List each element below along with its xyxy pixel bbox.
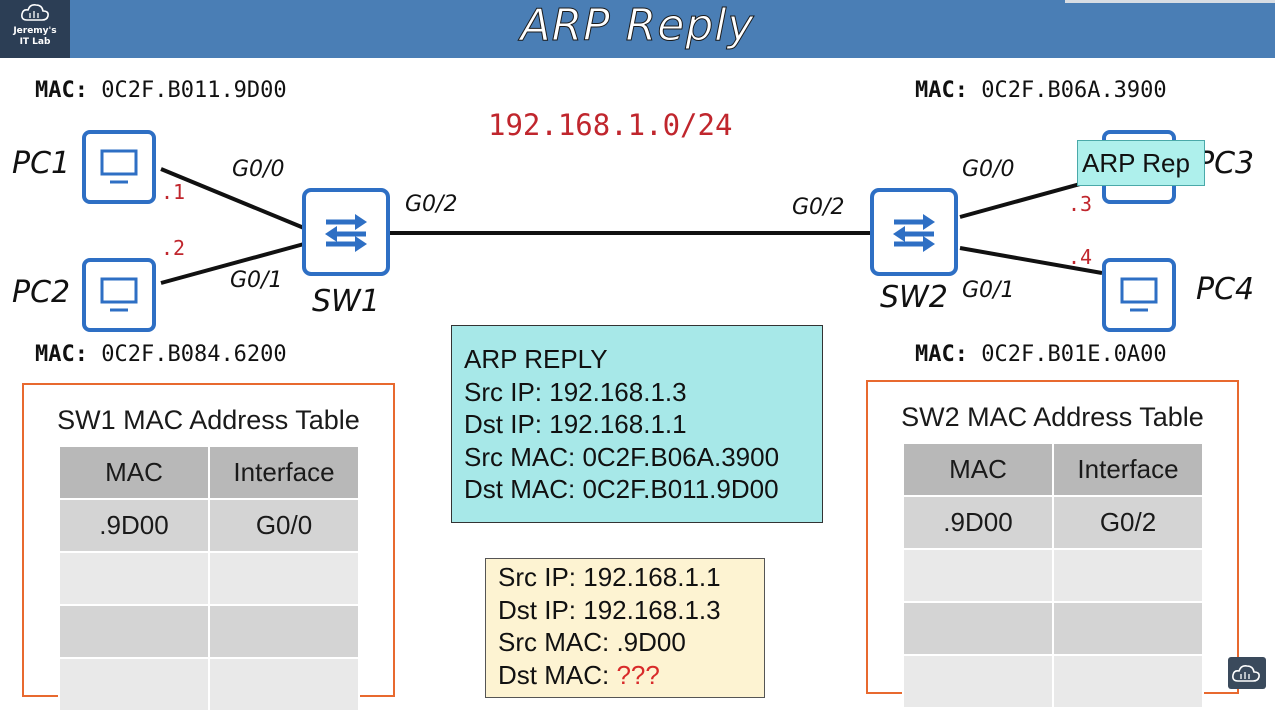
table-cell: G0/0 <box>208 498 360 553</box>
table-header-interface: Interface <box>1052 442 1204 497</box>
sw1-table-title: SW1 MAC Address Table <box>57 405 360 435</box>
packet-dst-mac-unknown: ??? <box>616 659 660 690</box>
sw1-g01-label: G0/1 <box>230 268 283 293</box>
table-header-interface: Interface <box>208 445 360 500</box>
table-cell: .9D00 <box>58 498 210 553</box>
cloud-circuit-icon <box>21 4 49 21</box>
mac-prefix: MAC: <box>915 342 968 367</box>
logo-line-2: IT Lab <box>19 37 51 47</box>
table-cell <box>902 654 1054 709</box>
pc4[interactable] <box>1102 258 1176 332</box>
packet-src-ip: Src IP: 192.168.1.1 <box>498 562 721 592</box>
sw2[interactable] <box>870 188 958 276</box>
sw2-g00-label: G0/0 <box>962 157 1015 182</box>
table-cell: .9D00 <box>902 495 1054 550</box>
packet-dst-mac-label: Dst MAC: <box>498 659 617 690</box>
table-cell <box>1052 601 1204 656</box>
pc2-host-id: .2 <box>161 236 186 260</box>
table-cell <box>208 657 360 712</box>
sw2-label: SW2 <box>880 280 948 315</box>
pc4-mac: 0C2F.B01E.0A00 <box>981 342 1167 367</box>
sw1-label: SW1 <box>312 284 380 319</box>
table-cell <box>208 551 360 606</box>
table-header-mac: MAC <box>902 442 1054 497</box>
table-cell <box>58 657 210 712</box>
pc1-mac-label: MAC: 0C2F.B011.9D00 <box>35 78 287 103</box>
link-sw2-pc4 <box>959 246 1103 275</box>
switch-arrows-icon <box>325 214 367 252</box>
pc2[interactable] <box>82 258 156 332</box>
arp-reply-box: ARP REPLY Src IP: 192.168.1.3 Dst IP: 19… <box>451 325 823 523</box>
table-cell <box>902 548 1054 603</box>
sw2-table-title: SW2 MAC Address Table <box>901 402 1204 432</box>
pc4-mac-label: MAC: 0C2F.B01E.0A00 <box>915 342 1167 367</box>
cloud-circuit-icon <box>1232 665 1260 682</box>
page-title: ARP Reply <box>520 0 755 52</box>
table-cell <box>58 604 210 659</box>
pc4-host-id: .4 <box>1068 245 1093 269</box>
pc2-mac: 0C2F.B084.6200 <box>101 342 287 367</box>
pc3-mac: 0C2F.B06A.3900 <box>981 78 1167 103</box>
table-cell <box>902 601 1054 656</box>
arp-reply-src-ip: Src IP: 192.168.1.3 <box>464 376 687 407</box>
mac-prefix: MAC: <box>915 78 968 103</box>
arp-reply-src-mac: Src MAC: 0C2F.B06A.3900 <box>464 441 780 472</box>
pc1-mac: 0C2F.B011.9D00 <box>101 78 287 103</box>
arp-reply-dst-ip: Dst IP: 192.168.1.1 <box>464 409 687 439</box>
packet-src-mac: Src MAC: .9D00 <box>498 627 686 657</box>
table-cell <box>208 604 360 659</box>
mac-prefix: MAC: <box>35 78 88 103</box>
table-header-mac: MAC <box>58 445 210 500</box>
arp-reply-heading: ARP REPLY <box>464 344 608 374</box>
pc1-host-id: .1 <box>161 180 186 204</box>
monitor-icon <box>100 149 138 184</box>
packet-dst-mac: Dst MAC: ??? <box>498 659 764 692</box>
packet-box: Src IP: 192.168.1.1 Dst IP: 192.168.1.3 … <box>485 558 765 698</box>
corner-logo <box>1228 657 1266 689</box>
header-bar <box>0 0 1275 58</box>
table-cell <box>1052 548 1204 603</box>
pc1-label: PC1 <box>12 146 71 181</box>
monitor-icon <box>1120 277 1158 312</box>
pc3-host-id: .3 <box>1068 192 1093 216</box>
sw1[interactable] <box>302 188 390 276</box>
sw1-g00-label: G0/0 <box>232 157 285 182</box>
table-cell <box>1052 654 1204 709</box>
pc1[interactable] <box>82 130 156 204</box>
sw2-g02-label: G0/2 <box>792 195 845 220</box>
logo-line-1: Jeremy's <box>13 26 57 36</box>
network-address: 192.168.1.0/24 <box>488 108 733 142</box>
pc2-label: PC2 <box>12 275 71 310</box>
table-cell <box>58 551 210 606</box>
pc2-mac-label: MAC: 0C2F.B084.6200 <box>35 342 287 367</box>
top-right-strip <box>1065 0 1275 3</box>
link-pc2-sw1 <box>160 242 305 285</box>
sw1-g02-label: G0/2 <box>405 192 458 217</box>
arp-reply-overlay-label: ARP Rep <box>1077 140 1205 186</box>
link-pc1-sw1 <box>160 167 305 230</box>
table-cell: G0/2 <box>1052 495 1204 550</box>
pc3-label: PC3 <box>1196 146 1255 181</box>
pc3-mac-label: MAC: 0C2F.B06A.3900 <box>915 78 1167 103</box>
packet-dst-ip: Dst IP: 192.168.1.3 <box>498 594 721 625</box>
monitor-icon <box>100 277 138 312</box>
arp-reply-dst-mac: Dst MAC: 0C2F.B011.9D00 <box>464 474 779 504</box>
switch-arrows-icon <box>893 214 935 252</box>
sw2-g01-label: G0/1 <box>962 278 1015 303</box>
pc4-label: PC4 <box>1196 272 1255 307</box>
mac-prefix: MAC: <box>35 342 88 367</box>
